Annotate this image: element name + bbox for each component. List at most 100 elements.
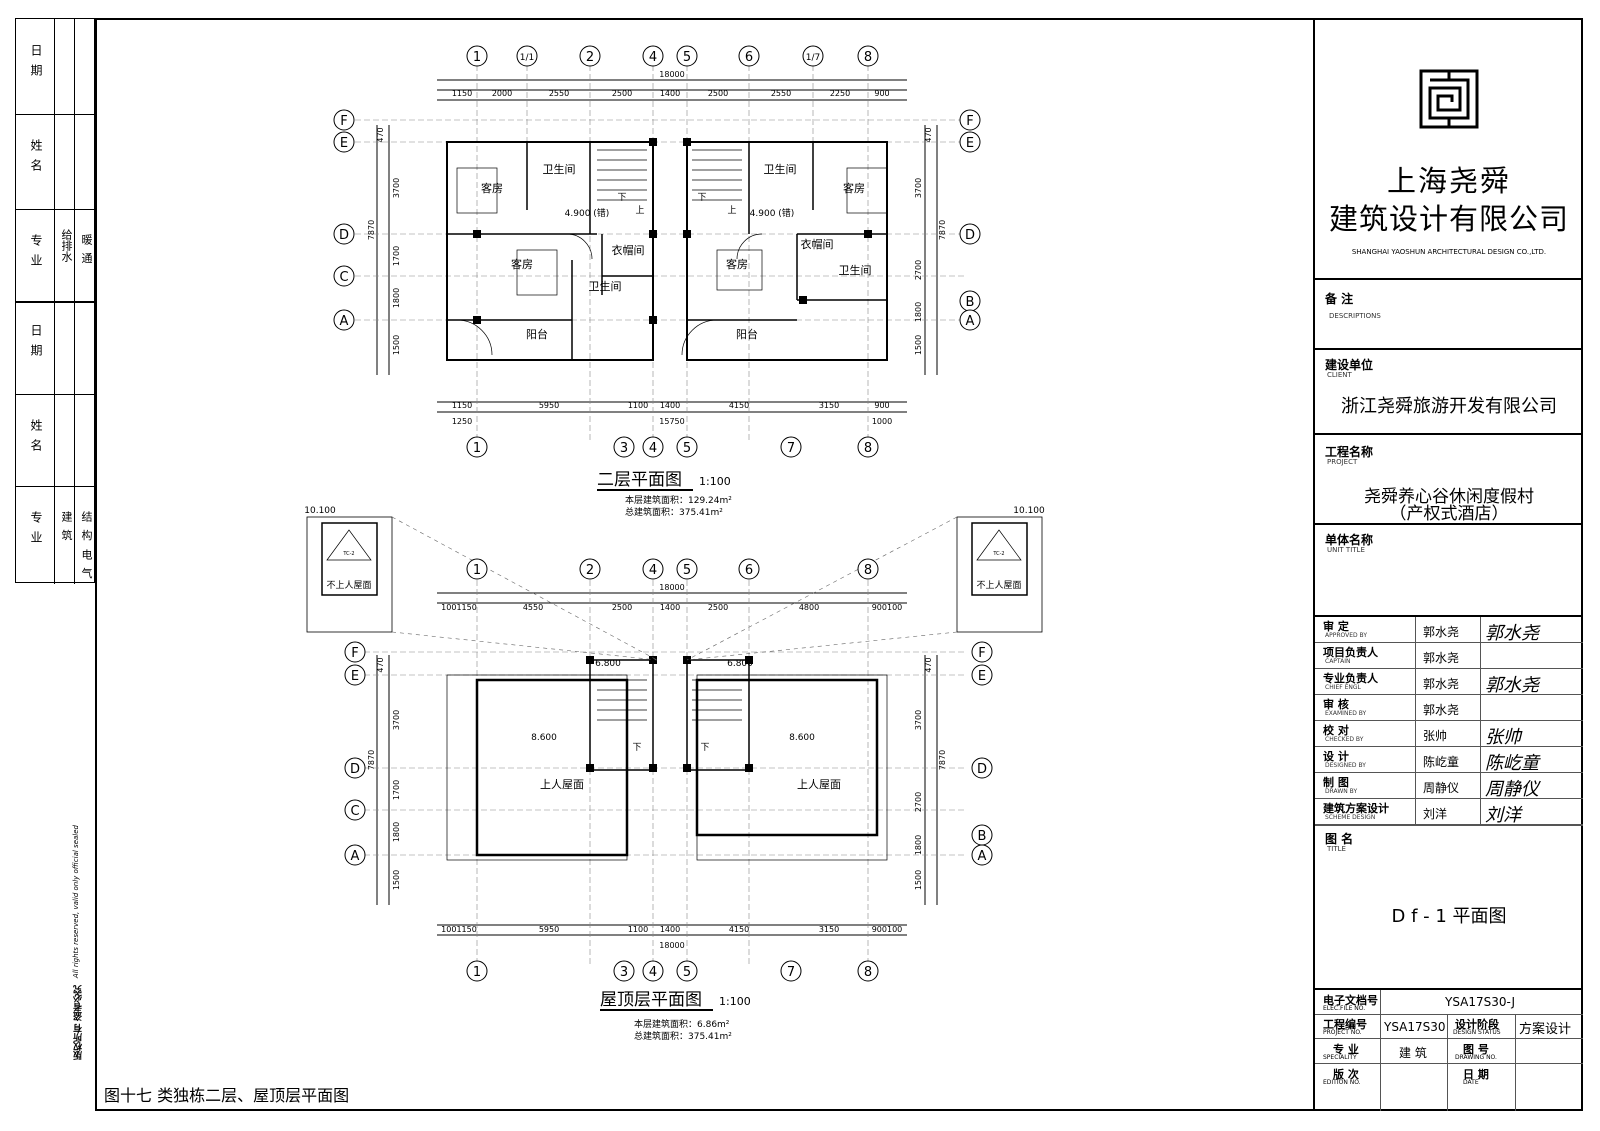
company-section: 上海尧舜 建筑设计有限公司 SHANGHAI YAOSHUN ARCHITECT… (1315, 18, 1583, 280)
dim-text: 1001150 (441, 603, 477, 612)
edition-label: 版 次 (1333, 1068, 1359, 1081)
notes-section: 备 注 DESCRIPTIONS (1315, 280, 1583, 350)
room-label: 客房 (511, 257, 533, 271)
proj-no-label: 工程编号 (1323, 1018, 1367, 1031)
dim-text: 470 (376, 127, 385, 142)
dim-text: 2550 (549, 89, 569, 98)
strip-struct: 结 构 (80, 511, 93, 543)
sig-signature: 刘洋 (1485, 805, 1521, 826)
sig-signature: 郭水尧 (1485, 675, 1539, 696)
sig-en: DRAWN BY (1325, 788, 1358, 795)
dim-text: 2500 (708, 89, 728, 98)
dim-text: 1150 (452, 89, 472, 98)
dim-text: 1250 (452, 417, 472, 426)
dim-text: 1150 (452, 401, 472, 410)
dim-text: 2250 (830, 89, 850, 98)
project-en: PROJECT (1327, 458, 1358, 466)
dim-text: 1700 (392, 246, 401, 266)
axis-label: A (340, 314, 349, 329)
plan-title-roof: 屋顶层平面图 (600, 990, 702, 1010)
sig-label: 建筑方案设计 (1323, 802, 1389, 815)
proj-no-en: PROJECT NO. (1323, 1029, 1362, 1036)
plan-scale: 1:100 (699, 475, 731, 488)
sig-name: 郭水尧 (1423, 651, 1460, 665)
stage-en: DESIGN STATUS (1453, 1029, 1501, 1036)
dim-text: 1500 (914, 335, 923, 355)
floor-plans-drawing: 1 1/1 2 4 5 6 1/7 8 1 3 4 5 7 8 F E D C … (104, 45, 1045, 1105)
axis-label: 1/1 (520, 53, 534, 63)
level-mark: 8.600 (531, 733, 557, 743)
spec-value: 建 筑 (1399, 1046, 1427, 1060)
client-name: 浙江尧舜旅游开发有限公司 (1341, 396, 1557, 417)
axis-label: 3 (620, 441, 628, 456)
axis-label: D (977, 762, 987, 777)
copyright-en: All rights reserved, valid only official… (72, 825, 80, 979)
dim-text: 900100 (872, 603, 903, 612)
dim-text: 1400 (660, 603, 680, 612)
company-name-line1: 上海尧舜 (1386, 164, 1511, 198)
dim-text: 3700 (392, 710, 401, 730)
dim-text: 4800 (799, 603, 819, 612)
axis-label: 7 (787, 441, 795, 456)
dim-text: 2000 (492, 89, 512, 98)
axis-label: E (978, 669, 986, 684)
dim-text: 1500 (392, 335, 401, 355)
sig-en: DESIGNED BY (1325, 762, 1366, 769)
dim-text: 1500 (392, 870, 401, 890)
dim-text: 2500 (612, 603, 632, 612)
copyright-cn: 版权所有 盗者必究 (74, 985, 84, 1061)
sig-name: 郭水尧 (1423, 677, 1460, 691)
room-label: 阳台 (736, 327, 758, 341)
company-name-en: SHANGHAI YAOSHUN ARCHITECTURAL DESIGN CO… (1351, 248, 1547, 256)
detail-tag: TC-2 (992, 551, 1004, 557)
stage-value: 方案设计 (1519, 1022, 1572, 1037)
date-label: 日 期 (1463, 1068, 1489, 1081)
dim-text: 1800 (914, 835, 923, 855)
notes-label: 备 注 (1325, 292, 1354, 306)
sig-signature: 陈屹童 (1485, 753, 1539, 774)
level-mark: 6.800 (727, 659, 753, 669)
title-en: TITLE (1327, 845, 1346, 853)
project-label: 工程名称 (1325, 445, 1374, 459)
sig-en: CAPTAIN (1325, 658, 1351, 665)
sig-signature: 张帅 (1485, 727, 1521, 748)
axis-label: E (966, 136, 974, 151)
axis-label: A (966, 314, 975, 329)
dim-text: 900 (874, 89, 889, 98)
dim-text: 2700 (914, 792, 923, 812)
dim-text: 18000 (659, 583, 684, 592)
dim-text: 2500 (708, 603, 728, 612)
drawing-frame (95, 18, 1583, 1111)
unit-label: 单体名称 (1325, 533, 1374, 547)
room-label: 客房 (726, 257, 748, 271)
level-mark: 6.800 (595, 659, 621, 669)
strip-arch: 建 筑 (60, 511, 73, 543)
axis-label: 5 (683, 563, 691, 578)
sig-name: 张帅 (1423, 729, 1448, 743)
axis-label: B (966, 295, 975, 310)
drawing-title-section: 图 名 TITLE D f - 1 平面图 (1315, 825, 1583, 990)
axis-label: 5 (683, 441, 691, 456)
spec-label: 专 业 (1333, 1043, 1359, 1056)
axis-label: F (966, 114, 973, 129)
dim-text: 1100 (628, 925, 648, 934)
strip-date-1: 日 期 (29, 44, 43, 78)
axis-label: 5 (683, 965, 691, 980)
figure-caption: 图十七 类独栋二层、屋顶层平面图 (104, 1086, 349, 1105)
axis-label: 4 (649, 563, 657, 578)
dim-text: 1000 (872, 417, 892, 426)
level-mark: 4.900 (错) (750, 207, 795, 219)
room-label: 客房 (843, 181, 865, 195)
dim-text: 1800 (914, 302, 923, 322)
drawing-info-table: 电子文档号 ELEC.FILE NO. YSA17S30-J 工程编号 PROJ… (1315, 990, 1583, 1111)
dim-text: 18000 (659, 70, 684, 79)
sig-en: CHIEF ENGL (1325, 684, 1361, 691)
axis-label: 1 (473, 563, 481, 578)
strip-date-2: 日 期 (29, 324, 43, 358)
level-mark: 8.600 (789, 733, 815, 743)
axis-label: 4 (649, 441, 657, 456)
